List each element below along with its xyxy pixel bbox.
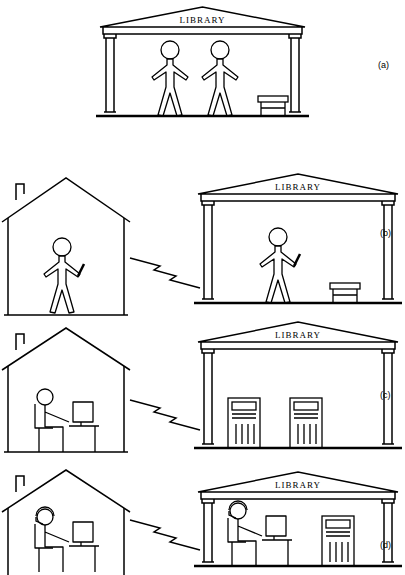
house bbox=[2, 178, 130, 315]
stick-figure bbox=[202, 41, 238, 116]
building-sign: LIBRARY bbox=[198, 182, 398, 192]
computer-cabinet bbox=[322, 516, 354, 566]
library-building: LIBRARY bbox=[100, 5, 305, 120]
desk bbox=[330, 283, 360, 303]
building-sign: LIBRARY bbox=[100, 15, 305, 25]
building-sign: LIBRARY bbox=[198, 480, 398, 490]
stick-figure bbox=[44, 238, 80, 313]
seated-user-terminal bbox=[35, 389, 99, 452]
library-building: LIBRARY bbox=[198, 172, 398, 307]
seated-user-terminal bbox=[228, 503, 292, 566]
stick-figure bbox=[260, 228, 296, 303]
computer-cabinet bbox=[290, 398, 322, 448]
panel-label: (a) bbox=[378, 60, 389, 70]
communication-link bbox=[130, 400, 200, 430]
library-building: LIBRARY bbox=[198, 320, 398, 452]
building-sign: LIBRARY bbox=[198, 330, 398, 340]
house bbox=[2, 470, 130, 575]
library-outline bbox=[198, 172, 398, 307]
computer-cabinet bbox=[228, 398, 260, 448]
seated-user-terminal bbox=[35, 509, 99, 572]
telephone-handset bbox=[78, 264, 84, 276]
library-building: LIBRARY bbox=[198, 470, 398, 570]
panel-label: (b) bbox=[380, 228, 391, 238]
telephone-handset bbox=[294, 254, 300, 266]
panel-label: (d) bbox=[380, 540, 391, 550]
stick-figure bbox=[152, 41, 188, 116]
headset bbox=[229, 501, 247, 518]
house bbox=[2, 328, 130, 452]
headset bbox=[36, 507, 54, 524]
communication-link bbox=[130, 520, 200, 550]
communication-link bbox=[130, 258, 200, 288]
desk bbox=[258, 96, 288, 116]
panel-label: (c) bbox=[380, 390, 391, 400]
